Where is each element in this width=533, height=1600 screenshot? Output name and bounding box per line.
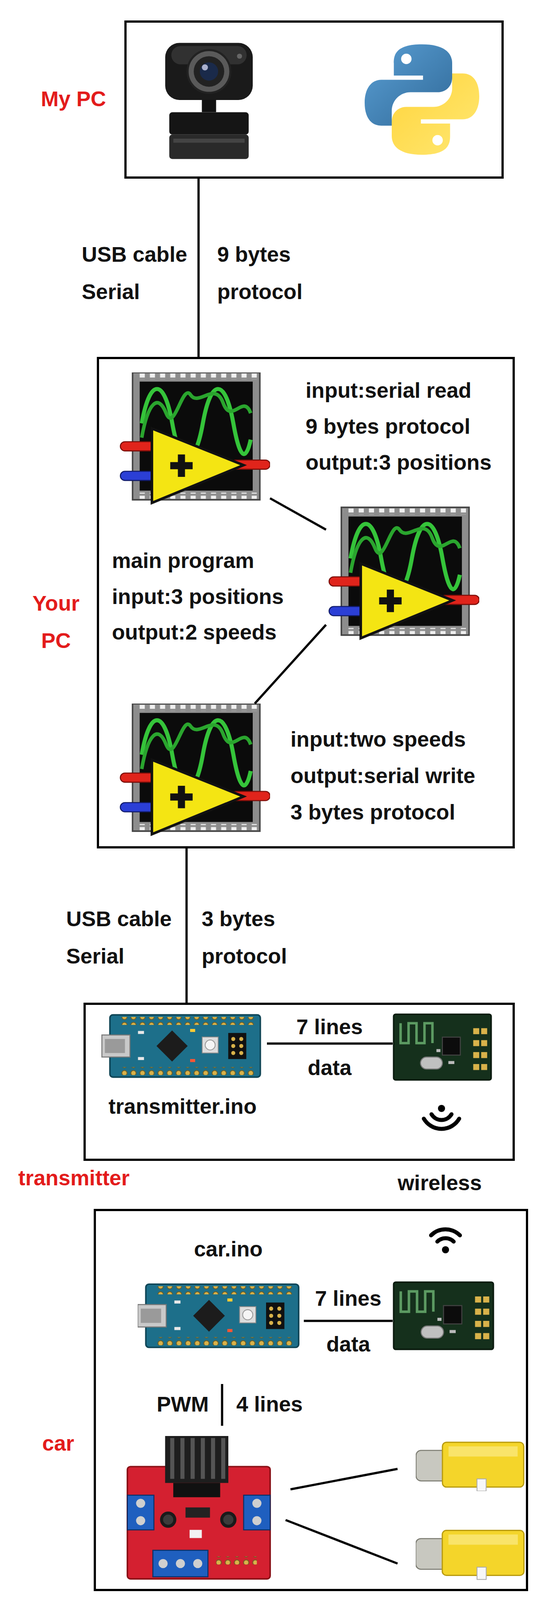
pc-box: My PC	[124, 20, 504, 179]
connector-line	[185, 847, 188, 1003]
file-name: transmitter.ino	[108, 1093, 257, 1119]
section-heading: Your PC	[24, 584, 88, 660]
connection-label: USB cable Serial	[66, 899, 178, 975]
vi-description: input:serial read	[305, 377, 472, 404]
nrf-module	[393, 1013, 492, 1080]
webcam-icon	[165, 43, 253, 160]
motor-driver	[127, 1435, 271, 1578]
motor-wire	[290, 1467, 398, 1489]
wire-label: data	[307, 1054, 352, 1081]
protocol-note: 9 bytes protocol	[217, 235, 315, 311]
arduino-nano	[137, 1283, 299, 1347]
pc-box: Your PCinput:serial read9 bytes protocol…	[96, 356, 515, 848]
wifi-icon	[431, 1228, 461, 1253]
dc-motor	[416, 1441, 525, 1491]
wire-count: 7 lines	[314, 1284, 382, 1311]
connector-line	[270, 497, 327, 530]
pwm-wire	[221, 1383, 224, 1425]
file-name: car.ino	[194, 1235, 263, 1262]
vi-description: output:2 speeds	[111, 619, 277, 645]
section-heading: transmitter	[18, 1164, 130, 1191]
vi-description: output:serial write	[290, 762, 476, 789]
wire-label: data	[326, 1330, 371, 1357]
vi-description: 3 bytes protocol	[290, 799, 456, 825]
section-heading: My PC	[40, 86, 107, 112]
vi-description: 9 bytes protocol	[305, 413, 471, 440]
signal-name: PWM	[156, 1390, 209, 1417]
arduino-nano	[101, 1014, 261, 1077]
data-wire	[303, 1319, 393, 1322]
labview-icon	[120, 372, 271, 503]
wire-count: 7 lines	[296, 1013, 363, 1040]
labview-icon	[120, 703, 271, 834]
wire-count: 4 lines	[236, 1390, 303, 1417]
dc-motor	[415, 1529, 525, 1579]
broadcast-icon	[423, 1104, 460, 1129]
python-logo	[364, 44, 480, 156]
labview-vi: input:serial read9 bytes protocoloutput:…	[117, 372, 271, 505]
vi-description: output:3 positions	[305, 449, 492, 476]
labview-icon	[329, 507, 480, 638]
data-wire	[266, 1042, 393, 1045]
vi-description: input:3 positions	[111, 583, 284, 610]
labview-vi: input:two speedsoutput:serial write3 byt…	[117, 703, 271, 836]
connection-label: USB cable Serial	[81, 235, 193, 311]
motor-wire	[285, 1519, 398, 1563]
vi-description: main program	[111, 547, 255, 574]
connector-line	[197, 178, 200, 357]
section-heading: car	[42, 1429, 75, 1456]
labview-vi: main programinput:3 positionsoutput:2 sp…	[326, 504, 480, 643]
protocol-note: 3 bytes protocol	[201, 899, 300, 975]
link-label: wireless	[397, 1169, 482, 1196]
vi-description: input:two speeds	[290, 726, 466, 752]
nrf-module	[393, 1281, 494, 1349]
